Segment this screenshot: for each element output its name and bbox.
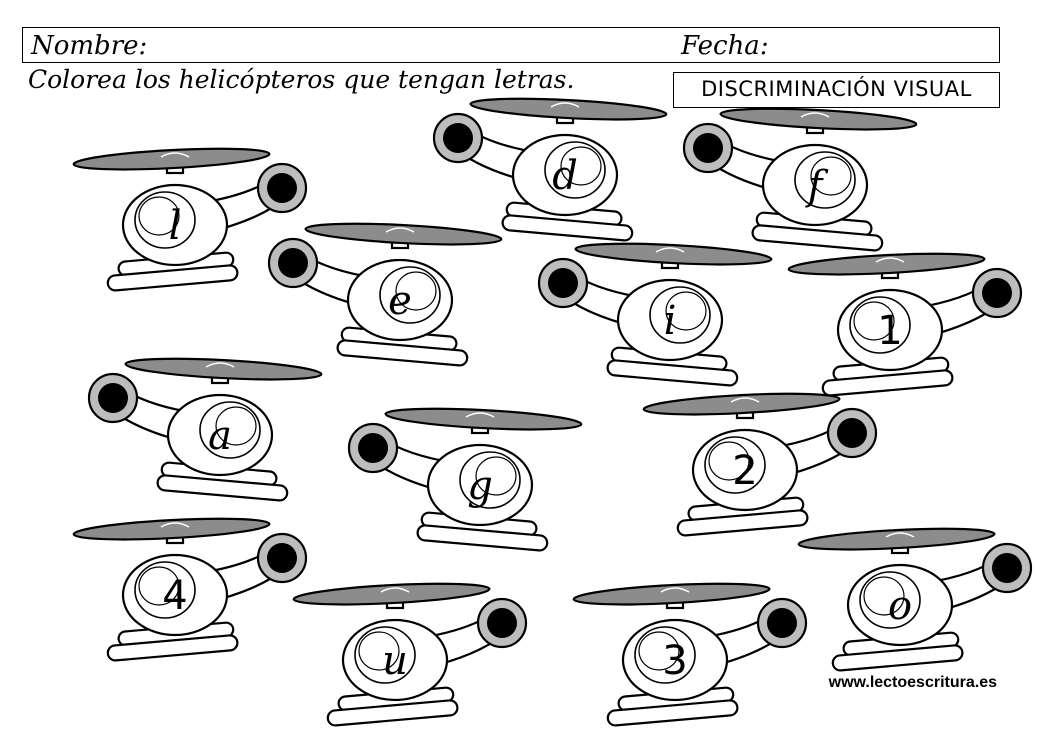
cabin: [691, 428, 799, 512]
helicopter-char: d: [552, 153, 578, 199]
tail-rotor-hub: [267, 543, 297, 573]
cabin: [426, 443, 534, 527]
helicopter-number-1[interactable]: 1: [787, 250, 1023, 397]
tail-rotor-hub: [267, 173, 297, 203]
skid-front: [501, 214, 634, 242]
helicopter-letter-d[interactable]: d: [432, 95, 668, 242]
cabin: [836, 288, 944, 372]
skid-front: [336, 339, 469, 367]
helicopter-number-3[interactable]: 3: [572, 580, 808, 727]
instruction-text: Colorea los helicópteros que tengan letr…: [28, 65, 575, 94]
website-url: www.lectoescritura.es: [828, 674, 997, 691]
tail-rotor-hub: [992, 553, 1022, 583]
helicopter-letter-e[interactable]: e: [267, 220, 503, 367]
tail-rotor-hub: [443, 123, 473, 153]
helicopter-letter-u[interactable]: u: [292, 580, 528, 727]
cabin-window: [199, 401, 261, 459]
helicopter-char: a: [208, 413, 232, 459]
cabin: [341, 618, 449, 702]
skid-front: [606, 359, 739, 387]
worksheet-title: DISCRIMINACIÓN VISUAL: [673, 72, 1000, 108]
tail-rotor-hub: [358, 433, 388, 463]
cabin-window: [134, 191, 196, 249]
helicopter-letter-a[interactable]: a: [87, 355, 323, 502]
helicopter-char: g: [467, 463, 493, 509]
cabin: [121, 183, 229, 267]
skid-front: [831, 644, 964, 672]
skid-front: [106, 264, 239, 292]
helicopter-char: o: [888, 583, 912, 629]
cabin-window: [859, 571, 921, 629]
cabin: [616, 278, 724, 362]
cabin-window: [849, 296, 911, 354]
cabin: [761, 143, 869, 227]
main-rotor-blade: [304, 222, 503, 246]
cabin-window: [649, 286, 711, 344]
helicopter-number-4[interactable]: 4: [72, 515, 308, 662]
cabin-window: [134, 561, 196, 619]
cabin: [621, 618, 729, 702]
tail-rotor-hub: [982, 278, 1012, 308]
skid-front: [606, 699, 739, 727]
main-rotor-blade: [384, 407, 583, 431]
skid-front: [416, 524, 549, 552]
cabin: [511, 133, 619, 217]
tail-rotor-hub: [837, 418, 867, 448]
main-rotor-blade: [574, 242, 773, 266]
helicopter-letter-f[interactable]: f: [682, 105, 918, 252]
cabin-window: [704, 436, 766, 494]
helicopter-char: 3: [662, 638, 687, 684]
skid-front: [821, 369, 954, 397]
skid-front: [326, 699, 459, 727]
helicopter-char: e: [388, 278, 412, 324]
helicopter-letter-i[interactable]: i: [537, 240, 773, 387]
main-rotor-blade: [124, 357, 323, 381]
main-rotor-blade: [469, 97, 668, 121]
header-box: Nombre: Fecha:: [22, 27, 1000, 63]
cabin-window: [459, 451, 521, 509]
main-rotor-blade: [787, 252, 986, 276]
tail-rotor-hub: [278, 248, 308, 278]
cabin-window: [544, 141, 606, 199]
main-rotor-blade: [719, 107, 918, 131]
skid-front: [676, 509, 809, 537]
skid-front: [106, 634, 239, 662]
tail-rotor-hub: [487, 608, 517, 638]
helicopter-char: 2: [732, 448, 757, 494]
cabin: [846, 563, 954, 647]
skid-front: [751, 224, 884, 252]
cabin: [166, 393, 274, 477]
cabin-window: [794, 151, 856, 209]
helicopter-char: 1: [877, 308, 902, 354]
cabin-window: [354, 626, 416, 684]
main-rotor-blade: [642, 392, 841, 416]
helicopter-letter-g[interactable]: g: [347, 405, 583, 552]
tail-rotor-hub: [767, 608, 797, 638]
main-rotor-blade: [292, 582, 491, 606]
tail-rotor-hub: [98, 383, 128, 413]
helicopter-char: u: [382, 638, 408, 684]
main-rotor-blade: [572, 582, 771, 606]
cabin: [121, 553, 229, 637]
main-rotor-blade: [72, 147, 271, 171]
helicopter-char: l: [169, 203, 182, 249]
skid-front: [156, 474, 289, 502]
main-rotor-blade: [72, 517, 271, 541]
cabin-window: [634, 626, 696, 684]
helicopter-char: 4: [162, 573, 187, 619]
cabin-window: [379, 266, 441, 324]
main-rotor-blade: [797, 527, 996, 551]
name-label: Nombre:: [31, 31, 148, 61]
cabin: [346, 258, 454, 342]
helicopter-letter-o[interactable]: o: [797, 525, 1033, 672]
tail-rotor-hub: [693, 133, 723, 163]
tail-rotor-hub: [548, 268, 578, 298]
date-label: Fecha:: [681, 31, 769, 61]
helicopter-letter-l[interactable]: l: [72, 145, 308, 292]
helicopter-char: i: [664, 298, 677, 344]
helicopter-number-2[interactable]: 2: [642, 390, 878, 537]
